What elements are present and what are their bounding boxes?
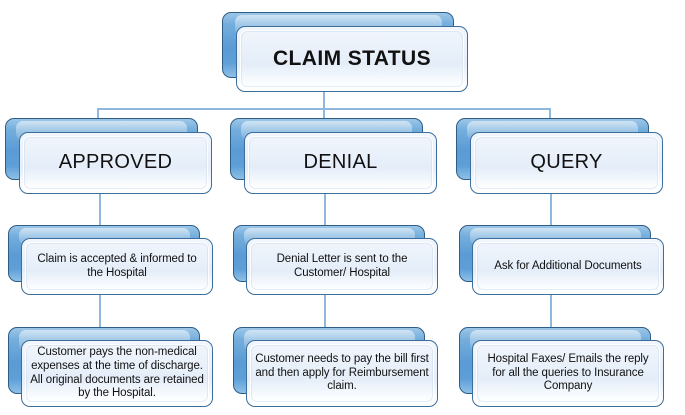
node-denial-detail[interactable]: Denial Letter is sent to the Customer/ H… [233,225,438,295]
node-face: QUERY [470,132,663,194]
connector-approved-detail-to-note [99,295,101,327]
connector-query-detail-to-note [550,295,552,327]
node-label: Claim is accepted & informed to the Hosp… [37,252,197,279]
node-face: Hospital Faxes/ Emails the reply for all… [472,340,664,407]
node-approved-note[interactable]: Customer pays the non-medical expenses a… [8,327,213,407]
node-label: DENIAL [303,151,378,174]
node-label: APPROVED [58,151,173,174]
node-face: Ask for Additional Documents [472,238,664,295]
node-query-note[interactable]: Hospital Faxes/ Emails the reply for all… [459,327,664,407]
node-face: Denial Letter is sent to the Customer/ H… [246,238,438,295]
node-label: Denial Letter is sent to the Customer/ H… [276,252,408,279]
node-label: Ask for Additional Documents [494,259,642,272]
node-label: Customer pays the non-medical expenses a… [30,346,204,400]
node-query[interactable]: QUERY [456,118,663,194]
node-face: APPROVED [19,132,212,194]
node-face: Customer pays the non-medical expenses a… [21,340,213,407]
connector-approved-to-detail [99,193,101,225]
node-approved-detail[interactable]: Claim is accepted & informed to the Hosp… [8,225,213,295]
connector-bus-to-approved [97,108,99,120]
node-query-detail[interactable]: Ask for Additional Documents [459,225,664,295]
connector-root-stem [323,90,325,109]
connector-bus-to-denial [323,108,325,120]
node-approved[interactable]: APPROVED [5,118,212,194]
connector-query-to-detail [550,193,552,225]
node-face: DENIAL [244,132,437,194]
node-label: CLAIM STATUS [272,46,431,70]
connector-bus-to-query [549,108,551,120]
connector-denial-to-detail [324,193,326,225]
node-face: CLAIM STATUS [236,26,468,92]
node-denial[interactable]: DENIAL [230,118,437,194]
node-label: Customer needs to pay the bill first and… [255,353,429,393]
node-label: QUERY [530,151,603,174]
node-label: Hospital Faxes/ Emails the reply for all… [487,353,649,393]
node-denial-note[interactable]: Customer needs to pay the bill first and… [233,327,438,407]
connector-denial-detail-to-note [324,295,326,327]
node-face: Customer needs to pay the bill first and… [246,340,438,407]
node-face: Claim is accepted & informed to the Hosp… [21,238,213,295]
node-claim-status[interactable]: CLAIM STATUS [222,12,468,92]
